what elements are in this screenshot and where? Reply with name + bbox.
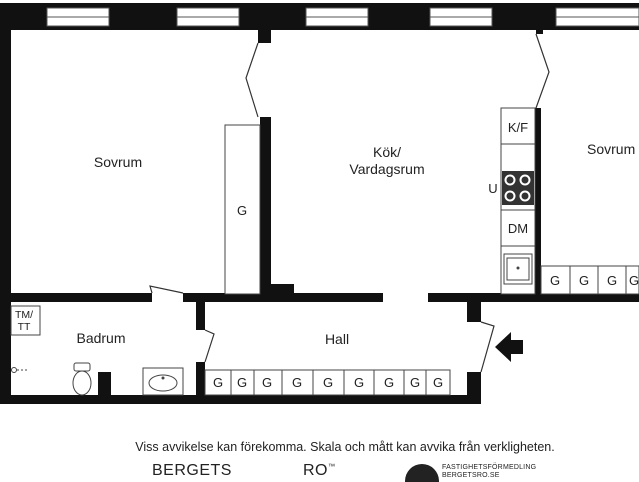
wall-middle <box>428 293 639 302</box>
wardrobe-label: G <box>354 375 364 390</box>
washing-machine <box>10 305 41 336</box>
stove-icon <box>502 171 534 205</box>
room-label-bedroom-left: Sovrum <box>94 154 142 170</box>
brand-logo-left: BERGETS <box>152 462 232 479</box>
disclaimer: Viss avvikelse kan förekomma. Skala och … <box>135 440 555 454</box>
door-swing <box>149 285 184 294</box>
wardrobe-label: G <box>237 375 247 390</box>
wardrobe-label: G <box>410 375 420 390</box>
room-label-kitchen: Kök/ <box>373 144 401 160</box>
wall-bath-hall <box>196 362 205 398</box>
wall-left <box>0 3 11 404</box>
wall-entrance <box>467 372 481 404</box>
door-swing <box>245 42 259 118</box>
wardrobe-tall <box>224 124 261 295</box>
door-swing <box>204 329 215 363</box>
room-label-bathroom: Badrum <box>76 330 125 346</box>
wardrobe-row <box>204 369 451 396</box>
wardrobe-label: G <box>579 273 589 288</box>
wall-bedroom-kitchen <box>260 117 271 295</box>
wardrobe-label: G <box>384 375 394 390</box>
wall-bottom <box>0 395 481 404</box>
agency-line-2: BERGETSRO.SE <box>442 472 500 479</box>
wardrobe-label: G <box>433 375 443 390</box>
wardrobe-label: G <box>292 375 302 390</box>
wardrobe-label: G <box>237 203 247 218</box>
room-label-bedroom-right: Sovrum <box>587 141 635 157</box>
trademark-mark: ™ <box>328 463 336 471</box>
wall-bedroom-kitchen <box>258 20 271 43</box>
wall-kitchen-bedroom <box>536 20 543 34</box>
agency-line-1: FASTIGHETSFÖRMEDLING <box>442 464 537 471</box>
wardrobe-label: G <box>323 375 333 390</box>
washbasin-icon <box>142 367 184 396</box>
sink-icon <box>503 253 533 285</box>
wardrobe-label: G <box>607 273 617 288</box>
wardrobe-label: G <box>213 375 223 390</box>
wardrobe-label: G <box>629 273 639 288</box>
wall-bath-hall <box>196 302 205 330</box>
wardrobe-label: G <box>262 375 272 390</box>
agency-logo-icon <box>405 464 439 482</box>
fridge-freezer-label: K/F <box>508 120 528 135</box>
shower-icon <box>11 367 28 373</box>
wall-middle <box>0 293 152 302</box>
wall-middle <box>183 293 383 302</box>
wall-entrance <box>467 302 481 322</box>
wardrobe-row <box>540 265 639 295</box>
room-label-hall: Hall <box>325 331 349 347</box>
door-swing <box>535 33 550 109</box>
agency-name: FASTIGHETSFÖRMEDLING BERGETSRO.SE <box>442 464 536 480</box>
wall-kitchen-bedroom <box>535 108 541 294</box>
oven-label: U <box>488 181 497 196</box>
door-swing <box>480 321 495 373</box>
room-label-kitchen-2: Vardagsrum <box>349 161 424 177</box>
dishwasher-label: DM <box>508 221 528 236</box>
brand-logo-right: RO™ <box>303 462 336 480</box>
brand-right-text: RO <box>303 462 328 479</box>
toilet-icon <box>72 362 92 396</box>
washer-label: TM/ <box>15 309 33 321</box>
arrow-left-icon <box>495 332 523 362</box>
floor-plan: Sovrum Kök/ Vardagsrum Sovrum Badrum Hal… <box>0 3 639 404</box>
wardrobe-label: G <box>550 273 560 288</box>
dryer-label: TT <box>18 321 31 333</box>
